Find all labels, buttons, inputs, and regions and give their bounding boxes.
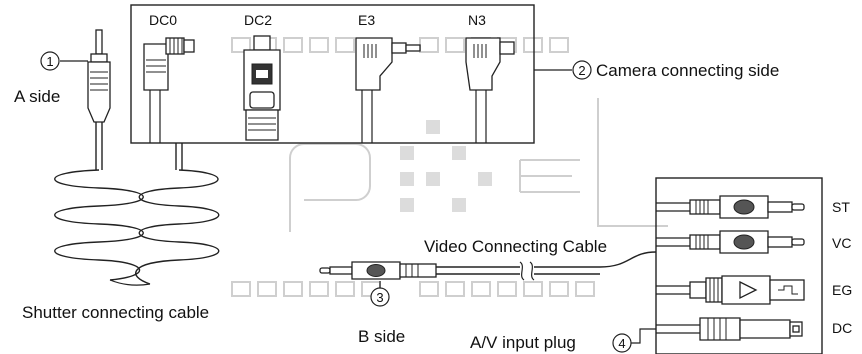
- camera-connector-box: [130, 4, 535, 144]
- av-plug-box: [655, 177, 823, 354]
- marker-3: 3: [376, 290, 383, 305]
- n3-connector: [465, 37, 515, 143]
- st-label: ST: [832, 199, 850, 215]
- marker-4: 4: [618, 336, 625, 351]
- dc-label: DC: [832, 320, 852, 336]
- video-cable-label: Video Connecting Cable: [424, 237, 607, 256]
- dc0-connector: [143, 37, 195, 143]
- marker-2-circle: [572, 60, 592, 80]
- dc2-label: DC2: [244, 12, 272, 28]
- e3-connector: [355, 37, 421, 143]
- vc-plug: [656, 230, 805, 254]
- marker-1: 1: [46, 54, 53, 69]
- vc-label: VC: [832, 235, 851, 251]
- camera-side-label: Camera connecting side: [596, 61, 779, 80]
- a-side-plug: [87, 29, 111, 123]
- watermark-bottom-squares: [231, 281, 595, 297]
- pixel-watermark: [231, 37, 668, 297]
- dc0-label: DC0: [149, 12, 177, 28]
- dc2-connector: [243, 35, 281, 141]
- marker-2: 2: [578, 63, 585, 78]
- marker-3-circle: [370, 287, 390, 307]
- eg-label: EG: [832, 282, 852, 298]
- shutter-cable-label: Shutter connecting cable: [22, 303, 209, 322]
- dc-plug: [656, 317, 803, 341]
- e3-label: E3: [358, 12, 375, 28]
- av-plug-label: A/V input plug: [470, 333, 576, 352]
- b-side-plug: [319, 261, 437, 280]
- coiled-cable: [54, 169, 220, 286]
- st-plug: [656, 195, 805, 219]
- marker-1-circle: [40, 51, 60, 71]
- n3-label: N3: [468, 12, 486, 28]
- eg-plug: [656, 275, 805, 305]
- b-side-label: B side: [358, 327, 405, 346]
- a-side-label: A side: [14, 87, 60, 106]
